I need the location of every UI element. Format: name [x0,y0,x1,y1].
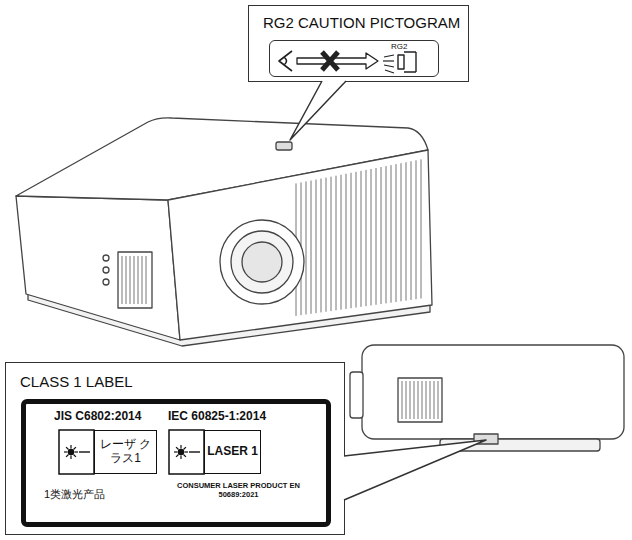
light-ray [385,70,394,73]
control-button [103,255,109,261]
class-text: レーザ クラス1 [95,438,156,466]
laser-starburst [64,445,90,459]
light-ray [383,60,394,61]
grille-slat [396,164,397,302]
symbol-box [169,430,204,474]
laser-class-label: JIS C6802:2014 IEC 60825-1:2014 1类激光产品 CONS… [21,399,331,527]
vent-slat [426,381,427,419]
side-view-foot [440,439,600,451]
grille-slat [391,165,392,303]
arrow-symbol [297,53,378,69]
grille-slat [326,178,327,312]
pointer-gap [324,80,344,82]
vent-slat [134,256,135,304]
class-box: LASER 1 [204,430,261,474]
projector-front-face [168,150,432,340]
prohibit-cross [322,52,338,70]
caution-pictogram: RG2 [269,40,439,77]
grille-slat [316,180,317,314]
grille-slat [336,176,337,311]
grille-slat [401,163,402,301]
projector-symbol [398,52,416,72]
grille-slat [411,161,412,300]
projector-button [276,142,292,150]
vent-slat [434,381,435,419]
pictogram-symbols [270,41,437,75]
callout-heading: CLASS 1 LABEL [20,373,133,390]
lens-ring [231,231,293,293]
grille-slat [376,168,377,305]
class-text: LASER 1 [207,445,258,459]
vent-slat [430,381,431,419]
grille-slat [366,170,367,306]
projector-left-face [16,196,180,340]
grille-slat [341,175,342,310]
grille-slat [416,160,417,299]
callout-pointer [290,81,346,140]
vent-slat [406,381,407,419]
pointer-gap [343,458,345,498]
lens-glass [242,242,282,282]
class-box: レーザ クラス1 [94,430,157,474]
control-button [103,267,109,273]
vent-slat [122,256,123,304]
grille-slat [356,172,357,308]
side-view-body [362,345,624,439]
grille-slat [351,173,352,308]
vent-slat [402,381,403,419]
eye-symbol [279,51,292,71]
vent-slat [418,381,419,419]
class-text: CONSUMER LASER PRODUCT EN 50689:2021 [176,482,301,499]
vent-slat [142,256,143,304]
grille-slat [361,171,362,307]
vent-slat [126,256,127,304]
grille-slat [321,179,322,313]
lens-ring [220,220,304,304]
side-vent [118,252,152,308]
standard-text: IEC 60825-1:2014 [168,410,266,424]
vent-slat [146,256,147,304]
standard-text: JIS C6802:2014 [54,410,141,424]
vent-slat [422,381,423,419]
grille-slat [406,162,407,300]
grille-slat [371,169,372,306]
grille-slat [306,181,307,314]
vent-slat [410,381,411,419]
light-ray [384,65,394,67]
label-position [474,434,498,444]
grille-slat [346,174,347,309]
grille-slat [381,167,382,304]
callout-box: CLASS 1 LABEL JIS C6802:2014 IEC 60825-1:2… [5,362,345,535]
laser-starburst [174,445,200,459]
side-view-vent [398,378,442,422]
vent-slat [138,256,139,304]
callout-heading: RG2 CAUTION PICTOGRAM [263,14,460,31]
class-text: 1类激光产品 [44,488,105,501]
grille-slat [331,177,332,311]
eye-symbol [284,57,287,65]
light-ray [384,55,394,57]
pictogram-text: RG2 [391,42,407,51]
vent-slat [130,256,131,304]
control-button [103,279,109,285]
callout-box: RG2 CAUTION PICTOGRAM RG2 [248,5,469,82]
symbol-box [59,430,94,474]
vent-slat [414,381,415,419]
vent-slat [438,381,439,419]
grille-slat [311,181,312,314]
grille-slat [386,166,387,303]
grille-slat [421,159,422,298]
side-view-lens [350,372,363,418]
callout-pointer [344,440,486,500]
